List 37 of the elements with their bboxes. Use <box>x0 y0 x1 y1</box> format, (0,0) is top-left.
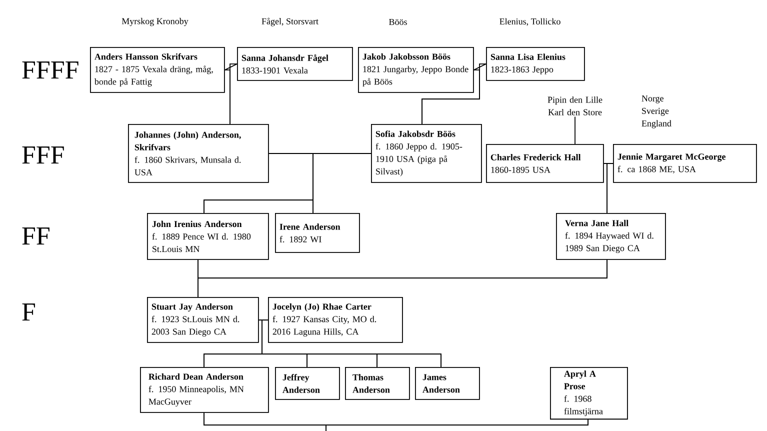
generation-label: FFFF <box>22 61 78 79</box>
person-box: Richard Dean Anderson f. 1950 Minneapolis, MN MacGuyver <box>140 367 269 413</box>
generation-label: F <box>22 303 35 321</box>
person-box: Jakob Jakobsson Böös 1821 Jungarby, Jeppo Bonde på Böös <box>358 47 474 93</box>
person-box: Irene Anderson f. 1892 WI <box>275 213 360 253</box>
generation-label: FFF <box>22 146 64 164</box>
person-box: Sanna Johansdr Fågel 1833-1901 Vexala <box>237 47 353 81</box>
person-box: Jocelyn (Jo) Rhae Carter f. 1927 Kansas City, MO d. 2016 Laguna Hills, CA <box>268 297 403 343</box>
connector-line <box>312 153 372 214</box>
person-box: Sanna Lisa Elenius 1823-1863 Jeppo <box>486 47 585 81</box>
connector-line <box>230 64 238 124</box>
connector-line <box>574 116 576 144</box>
person-box: James Anderson <box>415 367 480 400</box>
place-label: Böös <box>389 19 407 25</box>
connector-line <box>422 64 486 124</box>
person-box: Verna Jane Hall f. 1894 Haywaed WI d. 1989 San Diego CA <box>556 213 666 260</box>
connector-line <box>326 419 588 431</box>
person-box: Charles Frederick Hall 1860-1895 USA <box>486 144 604 183</box>
person-box: Jeffrey Anderson <box>275 367 340 400</box>
connector-line <box>198 259 608 298</box>
name-text: Pipin den Lille Karl den Store <box>548 96 602 116</box>
generation-label: FF <box>22 227 50 245</box>
person-box: Anders Hansson Skrifvars 1827 - 1875 Vexala dräng, måg, bonde på Fattig <box>90 47 225 93</box>
connector-line <box>473 64 486 70</box>
connector-line <box>224 64 238 70</box>
person-box: John Irenius Anderson f. 1889 Pence WI d. 1980 St.Louis MN <box>147 213 269 260</box>
person-box: Apryl A Prose f. 1968 filmstjärna <box>550 367 628 420</box>
place-label: Elenius, Tollicko <box>500 18 560 26</box>
place-label: Fågel, Storsvart <box>262 18 318 26</box>
person-box: Sofia Jakobsdr Böös f. 1860 Jeppo d. 1905-1910 USA (piga på Silvast) <box>371 124 482 183</box>
person-box: Jennie Margaret McGeorge f. ca 1868 ME, USA <box>613 144 757 183</box>
country-list: Norge Sverige England <box>642 95 672 128</box>
connector-line <box>606 163 614 214</box>
person-box: Stuart Jay Anderson f. 1923 St.Louis MN d. 2003 San Diego CA <box>147 297 259 343</box>
person-box: Johannes (John) Anderson, Skrifvars f. 1860 Skrivars, Munsala d. USA <box>128 124 269 183</box>
place-label: Myrskog Kronoby <box>122 18 188 26</box>
person-box: Thomas Anderson <box>345 367 410 400</box>
